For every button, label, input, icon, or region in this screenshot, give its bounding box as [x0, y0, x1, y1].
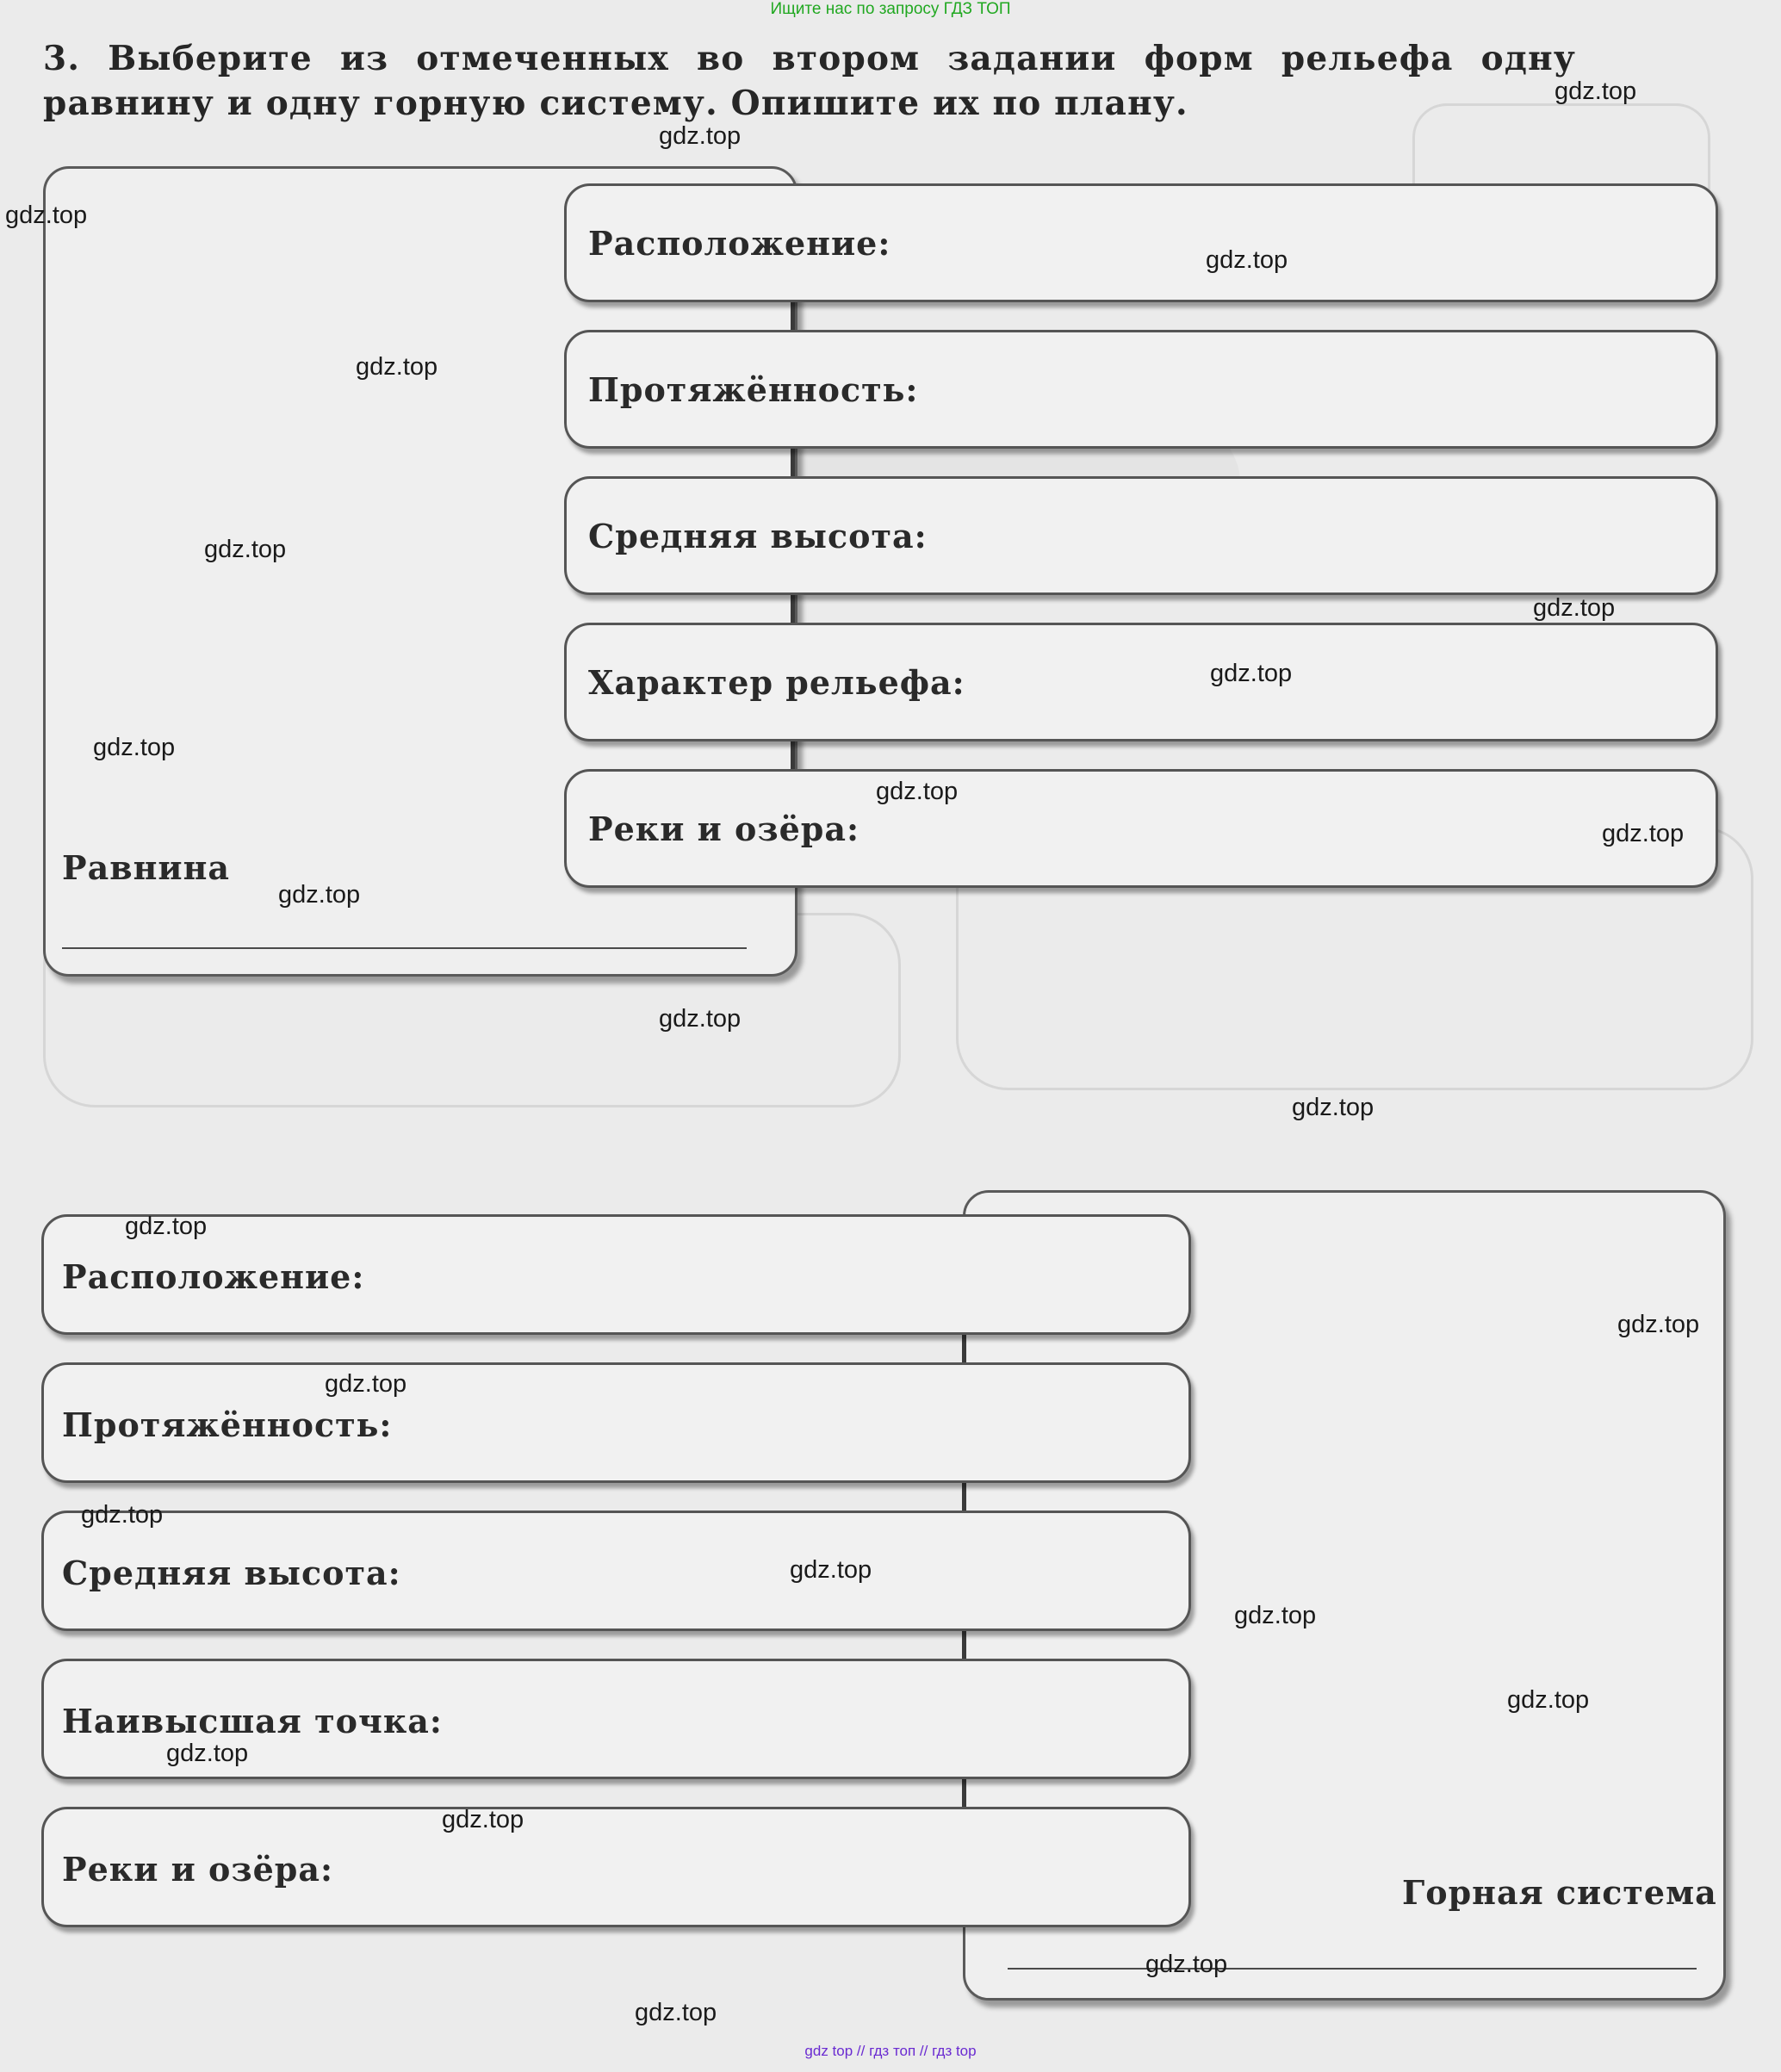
plain-label-location: Расположение: [588, 224, 891, 263]
watermark: gdz.top [325, 1370, 407, 1398]
plain-field-relief[interactable] [564, 623, 1718, 741]
mountain-field-location[interactable] [41, 1214, 1191, 1335]
watermark: gdz.top [659, 1005, 742, 1033]
watermark: gdz.top [1507, 1686, 1590, 1714]
plain-label-length: Протяжённость: [588, 370, 919, 409]
watermark: gdz.top [659, 122, 742, 150]
watermark: gdz.top [790, 1556, 872, 1584]
watermark: gdz.top [5, 202, 88, 229]
watermark: gdz.top [1554, 78, 1637, 105]
watermark: gdz.top [1533, 594, 1616, 622]
plain-label-avg-height: Средняя высота: [588, 517, 928, 555]
mountain-field-length[interactable] [41, 1362, 1191, 1483]
plain-field-avg-height[interactable] [564, 476, 1718, 595]
plain-answer-line[interactable] [62, 947, 747, 949]
plain-title: Равнина [62, 848, 231, 887]
plain-label-relief: Характер рельефа: [588, 663, 965, 702]
plain-label-rivers: Реки и озёра: [588, 810, 860, 848]
watermark: gdz.top [876, 778, 959, 805]
mountain-label-rivers: Реки и озёра: [62, 1850, 334, 1889]
watermark: gdz.top [93, 734, 176, 761]
watermark: gdz.top [1145, 1951, 1228, 1978]
watermark: gdz.top [1206, 246, 1288, 274]
watermark: gdz.top [442, 1806, 524, 1833]
top-banner[interactable]: Ищите нас по запросу ГДЗ ТОП [770, 0, 1011, 18]
mountain-field-highest-point[interactable] [41, 1659, 1191, 1779]
watermark: gdz.top [1234, 1602, 1317, 1629]
footer-links[interactable]: gdz top // гдз топ // гдз top [804, 2043, 977, 2059]
mountain-answer-line[interactable] [1008, 1968, 1697, 1970]
watermark: gdz.top [1617, 1311, 1700, 1338]
watermark: gdz.top [166, 1740, 249, 1767]
watermark: gdz.top [635, 1999, 717, 2026]
plain-field-length[interactable] [564, 330, 1718, 449]
watermark: gdz.top [81, 1501, 164, 1529]
watermark: gdz.top [1292, 1094, 1375, 1121]
watermark: gdz.top [356, 353, 438, 381]
mountain-label-length: Протяжённость: [62, 1405, 393, 1444]
mountain-label-highest-point: Наивысшая точка: [62, 1702, 443, 1740]
mountain-label-avg-height: Средняя высота: [62, 1554, 401, 1592]
watermark: gdz.top [204, 536, 287, 563]
watermark: gdz.top [1210, 660, 1293, 687]
mountain-label-location: Расположение: [62, 1257, 365, 1296]
plain-field-location[interactable] [564, 183, 1718, 302]
mountain-field-avg-height[interactable] [41, 1511, 1191, 1631]
mountain-field-rivers[interactable] [41, 1807, 1191, 1927]
plain-field-rivers[interactable] [564, 769, 1718, 888]
watermark: gdz.top [1602, 820, 1685, 847]
task-text: 3. Выберите из отмеченных во втором зада… [43, 39, 1576, 123]
watermark: gdz.top [278, 881, 361, 909]
watermark: gdz.top [125, 1213, 208, 1240]
mountain-title: Горная система [1402, 1873, 1717, 1912]
